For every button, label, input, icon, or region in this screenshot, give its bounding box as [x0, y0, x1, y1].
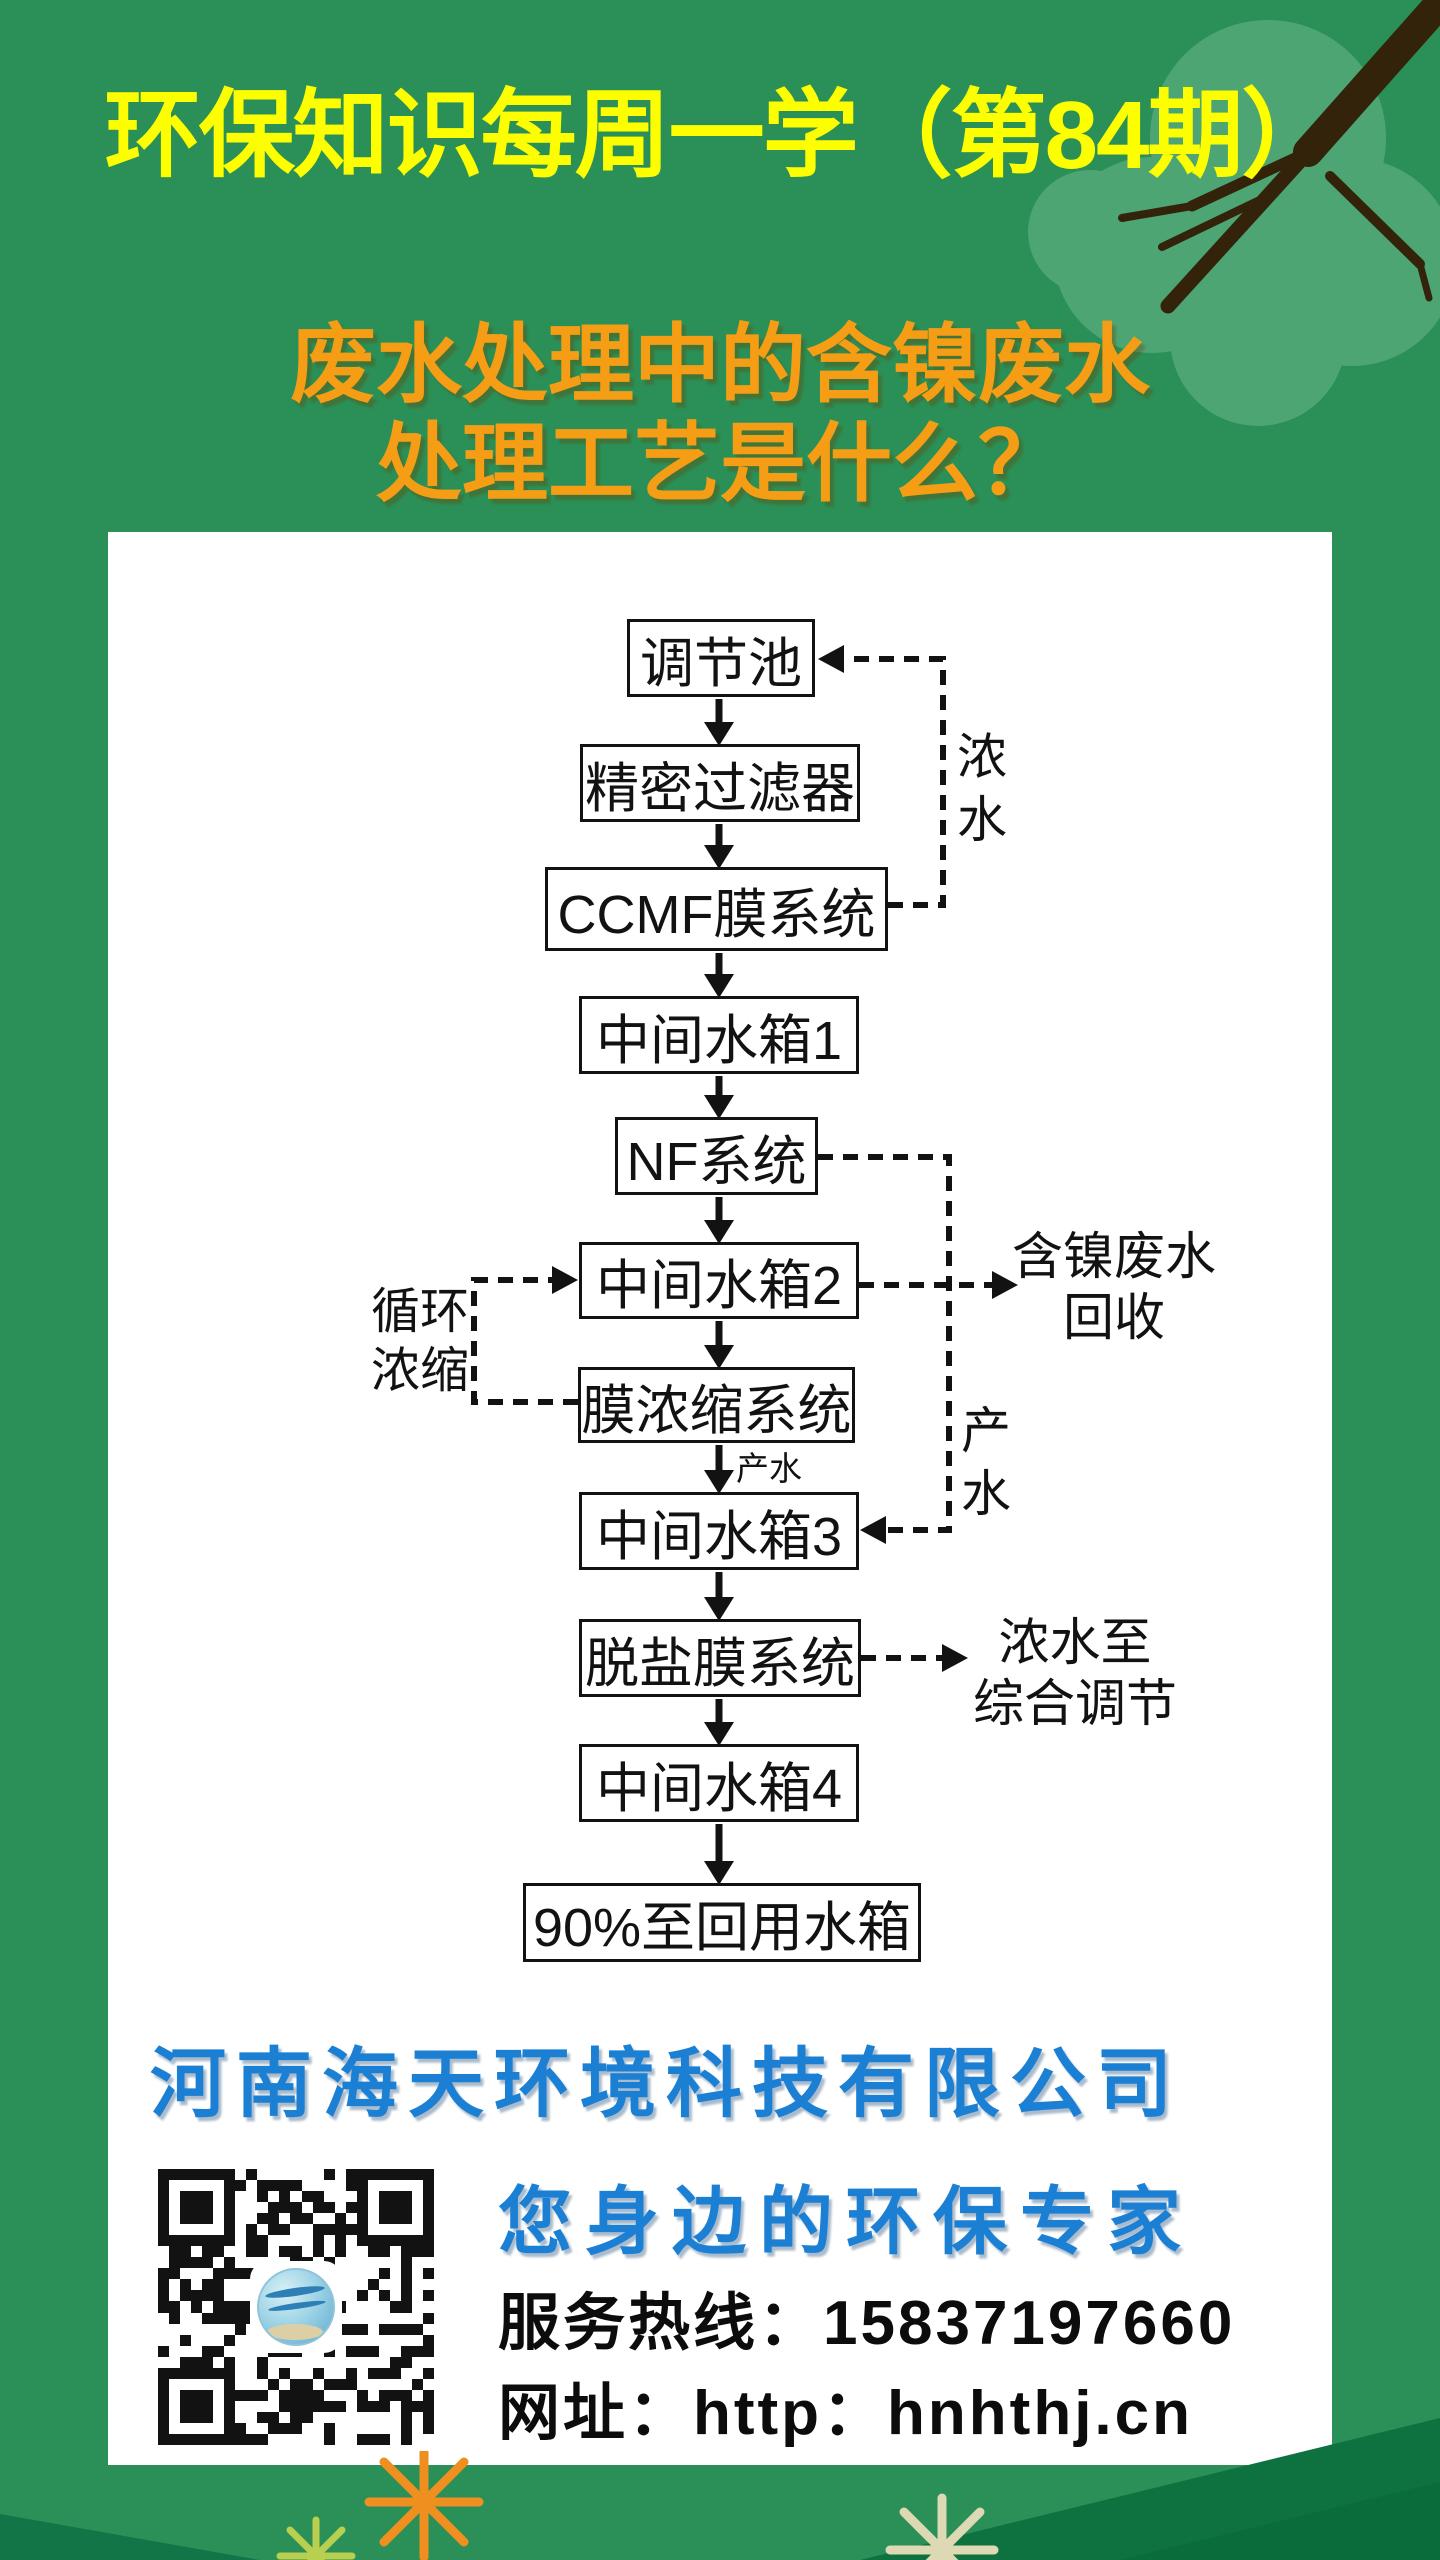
flow-box-regulating-tank: 调节池 — [627, 619, 815, 697]
company-name: 河南海天环境科技有限公司 — [150, 2042, 1182, 2127]
qr-pattern — [158, 2169, 434, 2445]
qr-code — [152, 2163, 440, 2451]
label-concentrate-to-regulation: 浓水至 综合调节 — [972, 1614, 1177, 1733]
flow-box-reuse-tank: 90%至回用水箱 — [523, 1883, 921, 1962]
company-slogan: 您身边的环保专家 — [498, 2180, 1194, 2263]
flow-box-middle-tank-4: 中间水箱4 — [579, 1744, 859, 1822]
flow-box-desalination-membrane: 脱盐膜系统 — [579, 1619, 861, 1697]
flow-box-middle-tank-1: 中间水箱1 — [579, 996, 859, 1074]
service-hotline: 服务热线：15837197660 — [498, 2272, 1235, 2362]
subtitle: 废水处理中的含镍废水 处理工艺是什么？ — [0, 316, 1440, 514]
flow-box-membrane-concentration: 膜浓缩系统 — [578, 1367, 855, 1443]
label-concentrate-return: 浓水 — [957, 729, 1007, 848]
website: 网址：http：hnhthj.cn — [498, 2362, 1193, 2452]
page-title: 环保知识每周一学（第84期） — [104, 82, 1338, 189]
hill-shape-left — [0, 2514, 260, 2560]
starburst-pale-icon — [885, 2493, 999, 2560]
website-value: http：hnhthj.cn — [693, 2379, 1193, 2448]
globe-icon — [257, 2268, 335, 2346]
flow-box-ccmf-membrane: CCMF膜系统 — [545, 867, 888, 951]
flow-box-middle-tank-2: 中间水箱2 — [579, 1242, 859, 1319]
subtitle-line-1: 废水处理中的含镍废水 — [290, 317, 1150, 413]
subtitle-line-2: 处理工艺是什么？ — [376, 415, 1064, 512]
flow-box-nf-system: NF系统 — [615, 1117, 818, 1195]
hill-shape-dark — [1120, 2482, 1440, 2560]
company-logo — [250, 2261, 342, 2353]
hotline-number: 15837197660 — [823, 2289, 1236, 2358]
flow-box-precision-filter: 精密过滤器 — [580, 744, 860, 822]
hotline-label: 服务热线： — [498, 2289, 824, 2358]
label-recycle-concentrate: 循环 浓缩 — [370, 1285, 469, 1398]
starburst-lime-icon — [276, 2516, 356, 2560]
label-nickel-recovery: 含镍废水 回收 — [1011, 1228, 1216, 1347]
label-product-water-small: 产水 — [736, 1450, 802, 1487]
flow-box-middle-tank-3: 中间水箱3 — [579, 1492, 859, 1570]
label-product-water-vertical: 产水 — [961, 1403, 1011, 1522]
website-label: 网址： — [498, 2379, 694, 2448]
